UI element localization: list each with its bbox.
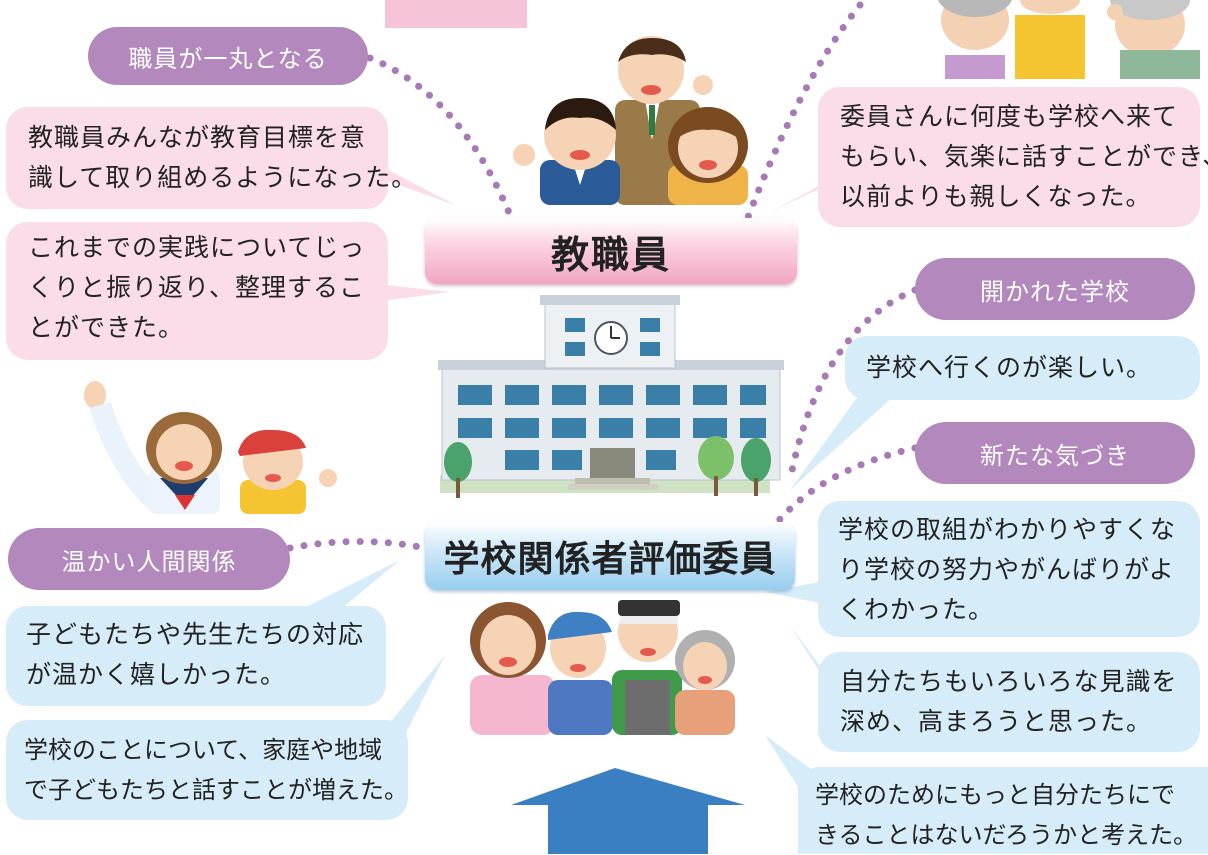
pill-warm-relations-label: 温かい人間関係 [61, 547, 237, 576]
elderly-people-illustration [938, 0, 1200, 79]
tail-right-2 [765, 580, 830, 605]
right-comment-bubble-4 [798, 767, 1208, 854]
right-comment-bubble-1 [845, 336, 1200, 400]
top-pink-box [385, 0, 527, 28]
pill-open-school: 開かれた学校 [915, 258, 1195, 320]
staff-comment-bubble-2 [6, 222, 388, 360]
left-comment-2: 学校のことについて、家庭や地域 で子どもたちと話すことが増えた。 [24, 736, 408, 804]
left-comment-bubble-2 [6, 720, 408, 820]
right-comment-4: 学校のためにもっと自分たちにで きることはないだろうかと考えた。 [815, 781, 1198, 849]
community-members-illustration [470, 600, 735, 735]
title-committee-label: 学校関係者評価委員 [443, 539, 777, 580]
students-illustration [84, 381, 337, 514]
right-comment-2: 学校の取組がわかりやすくな り学校の努力やがんばりがよ くわかった。 [838, 515, 1177, 624]
staff-comment-1: 教職員みんなが教育目標を意 識して取り組めるようになった。 [28, 123, 418, 192]
pill-staff-unite: 職員が一丸となる [88, 27, 368, 85]
right-comment-bubble-3 [818, 652, 1200, 752]
pill-open-school-label: 開かれた学校 [980, 277, 1130, 306]
tail-right-1 [790, 380, 895, 490]
right-comment-bubble-2 [818, 501, 1200, 637]
school-building-icon [438, 295, 784, 498]
pill-warm-relations: 温かい人間関係 [8, 528, 290, 590]
left-comment-1: 子どもたちや先生たちの対応 が温かく嬉しかった。 [26, 620, 365, 689]
pill-new-awareness: 新たな気づき [915, 422, 1195, 484]
staff-comment-2: これまでの実践についてじっ くりと振り返り、整理するこ とができた。 [28, 233, 366, 342]
staff-right-comment: 委員さんに何度も学校へ来て もらい、気楽に話すことができ、 以前よりも親しくなっ… [840, 102, 1208, 211]
staff-comment-bubble-1 [6, 107, 388, 209]
teachers-illustration [513, 36, 748, 205]
pill-staff-unite-label: 職員が一丸となる [128, 44, 328, 73]
title-staff-label: 教職員 [550, 232, 671, 277]
right-comment-1: 学校へ行くのが楽しい。 [866, 353, 1153, 382]
pill-new-awareness-label: 新たな気づき [980, 441, 1130, 470]
left-comment-bubble-1 [6, 606, 386, 706]
title-staff: 教職員 [425, 218, 797, 284]
staff-right-comment-bubble [818, 87, 1200, 227]
right-comment-3: 自分たちもいろいろな見識を 深め、高まろうと思った。 [840, 667, 1178, 736]
title-committee: 学校関係者評価委員 [425, 522, 795, 590]
dotted-connectors [286, 1, 919, 552]
tail-left-1 [300, 560, 400, 610]
up-arrow-icon [511, 768, 745, 854]
